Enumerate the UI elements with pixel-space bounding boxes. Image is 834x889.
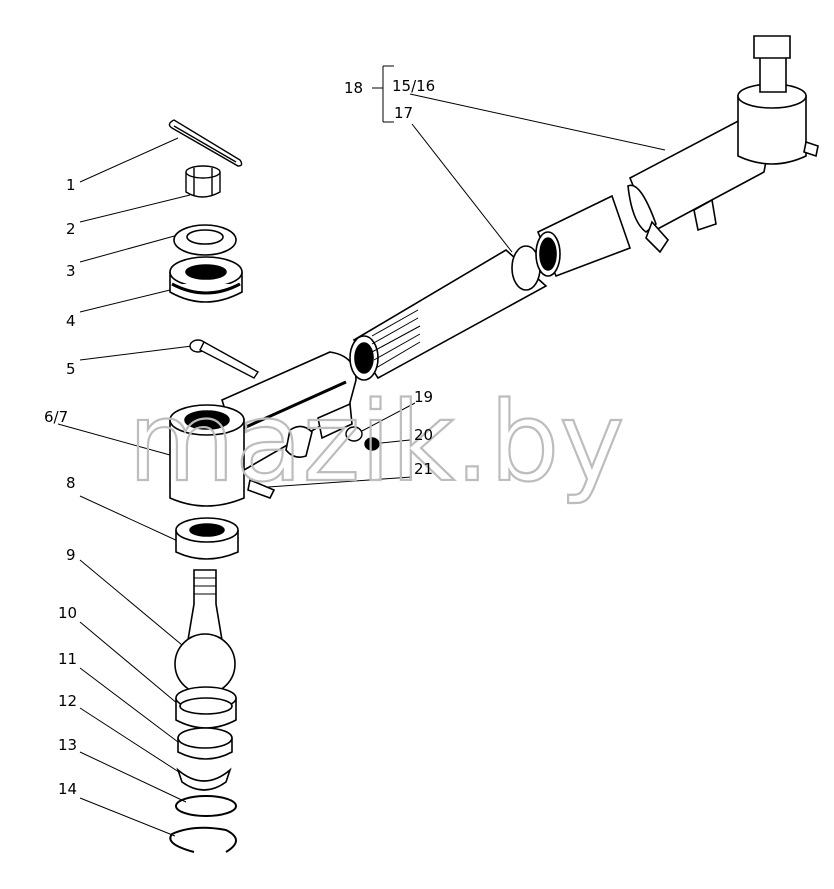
left-tie-rod-end: [169, 351, 357, 507]
right-tube-part: [535, 194, 632, 278]
retaining-washer-part: [175, 795, 237, 817]
callout-15-16: 15/16: [392, 77, 435, 95]
ball-seat-part: [175, 686, 237, 729]
callout-18: 18: [344, 79, 363, 97]
seal-part: [169, 256, 243, 303]
callout-14: 14: [58, 780, 77, 798]
leader-lines: [57, 65, 666, 837]
callout-21: 21: [414, 460, 433, 478]
callout-13: 13: [58, 736, 77, 754]
insert-part: [177, 727, 233, 760]
circlip-part: [169, 826, 237, 853]
watermark: mazik.by: [128, 378, 624, 506]
callout-8: 8: [66, 474, 76, 492]
callout-9: 9: [66, 546, 76, 564]
callout-5: 5: [66, 360, 76, 378]
callout-1: 1: [66, 176, 76, 194]
castle-nut-part: [185, 165, 221, 198]
right-tie-rod-end: [627, 35, 819, 254]
callout-20: 20: [414, 426, 433, 444]
callout-4: 4: [66, 312, 76, 330]
callout-3: 3: [66, 262, 76, 280]
callout-11: 11: [58, 650, 77, 668]
washer-part: [173, 224, 237, 256]
callout-19: 19: [414, 388, 433, 406]
callout-12: 12: [58, 692, 77, 710]
bolt-part: [189, 339, 260, 379]
cotter-pin-part: [168, 119, 243, 167]
bushing-part: [175, 517, 239, 560]
spring-part: [176, 767, 232, 791]
small-fasteners: [345, 426, 380, 451]
ball-pin-part: [174, 569, 236, 695]
callout-6-7: 6/7: [44, 408, 68, 426]
callout-17: 17: [394, 104, 413, 122]
threaded-tube-part: [349, 245, 548, 381]
callout-10: 10: [58, 604, 77, 622]
callout-labels: 1 2 3 4 5 6/7 8 9 10 11 12 13 14 18 15/1…: [44, 77, 435, 798]
callout-2: 2: [66, 220, 76, 238]
